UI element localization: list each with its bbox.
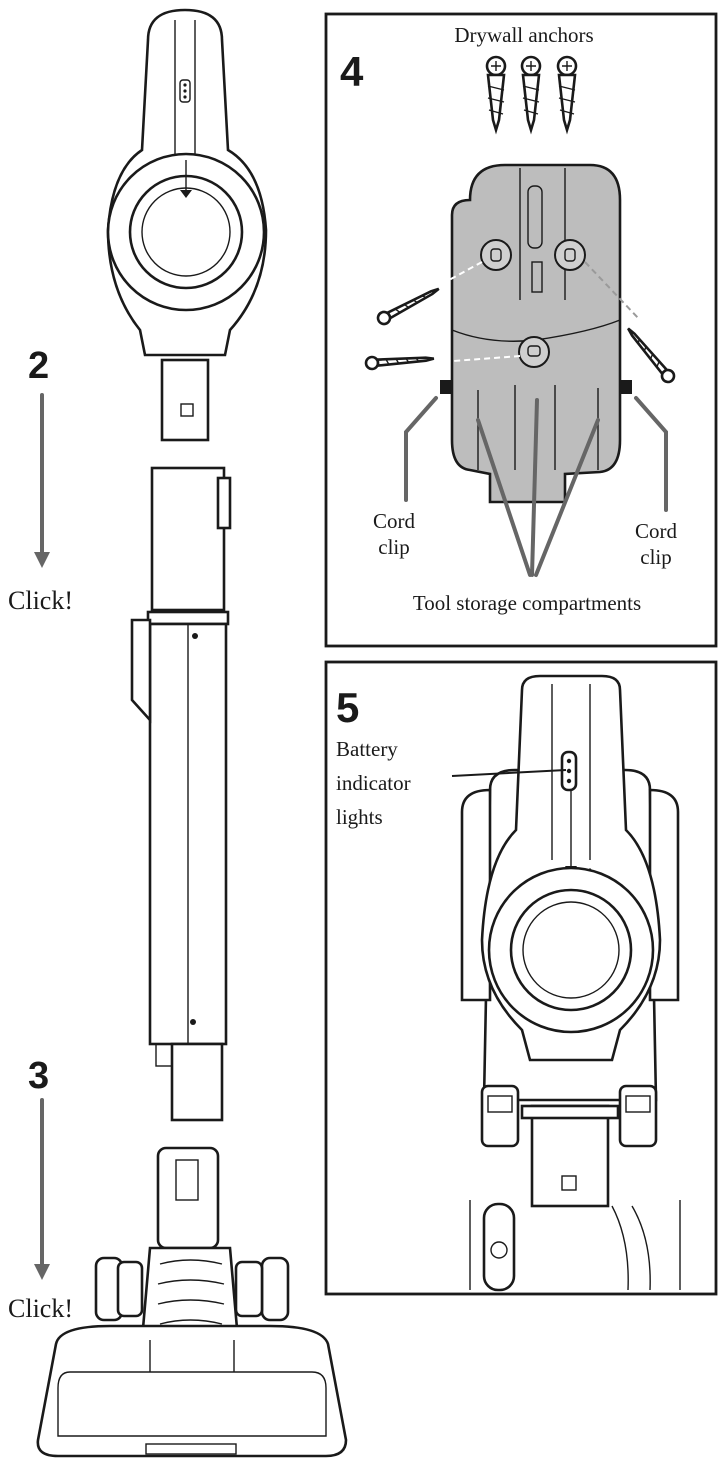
wall-mount-illustration — [450, 163, 622, 504]
cord-clip-right-label-line1: Cord — [635, 519, 678, 543]
cord-clip-right-marker — [620, 380, 632, 394]
battery-label-line3: lights — [336, 805, 383, 829]
battery-label-line2: indicator — [336, 771, 411, 795]
handheld-unit-illustration — [106, 8, 268, 442]
battery-label-line1: Battery — [336, 737, 398, 761]
cord-clip-left-marker — [440, 380, 452, 394]
floor-nozzle-illustration — [36, 1146, 348, 1458]
cord-clip-left-leader — [404, 396, 438, 502]
cord-clip-left-label-line2: clip — [378, 535, 410, 559]
storage-leaders — [476, 398, 600, 577]
step-3-click-label: Click! — [8, 1294, 73, 1323]
mounting-screws-icon — [364, 261, 676, 384]
drywall-anchors-icon — [485, 55, 578, 135]
battery-leader-line — [451, 769, 567, 777]
docked-vacuum-illustration — [460, 674, 681, 1292]
cord-clip-right-leader — [634, 396, 668, 512]
step-3-number: 3 — [28, 1055, 49, 1097]
cord-clip-right-label-line2: clip — [640, 545, 672, 569]
cord-clip-left-label-line1: Cord — [373, 509, 416, 533]
extension-wand-illustration — [130, 466, 232, 1122]
drywall-anchors-label: Drywall anchors — [454, 23, 593, 47]
step-5-number: 5 — [336, 684, 359, 731]
step-4-number: 4 — [340, 48, 364, 95]
step-2-number: 2 — [28, 345, 49, 387]
step-2-click-label: Click! — [8, 586, 73, 615]
tool-storage-label: Tool storage compartments — [413, 591, 641, 615]
